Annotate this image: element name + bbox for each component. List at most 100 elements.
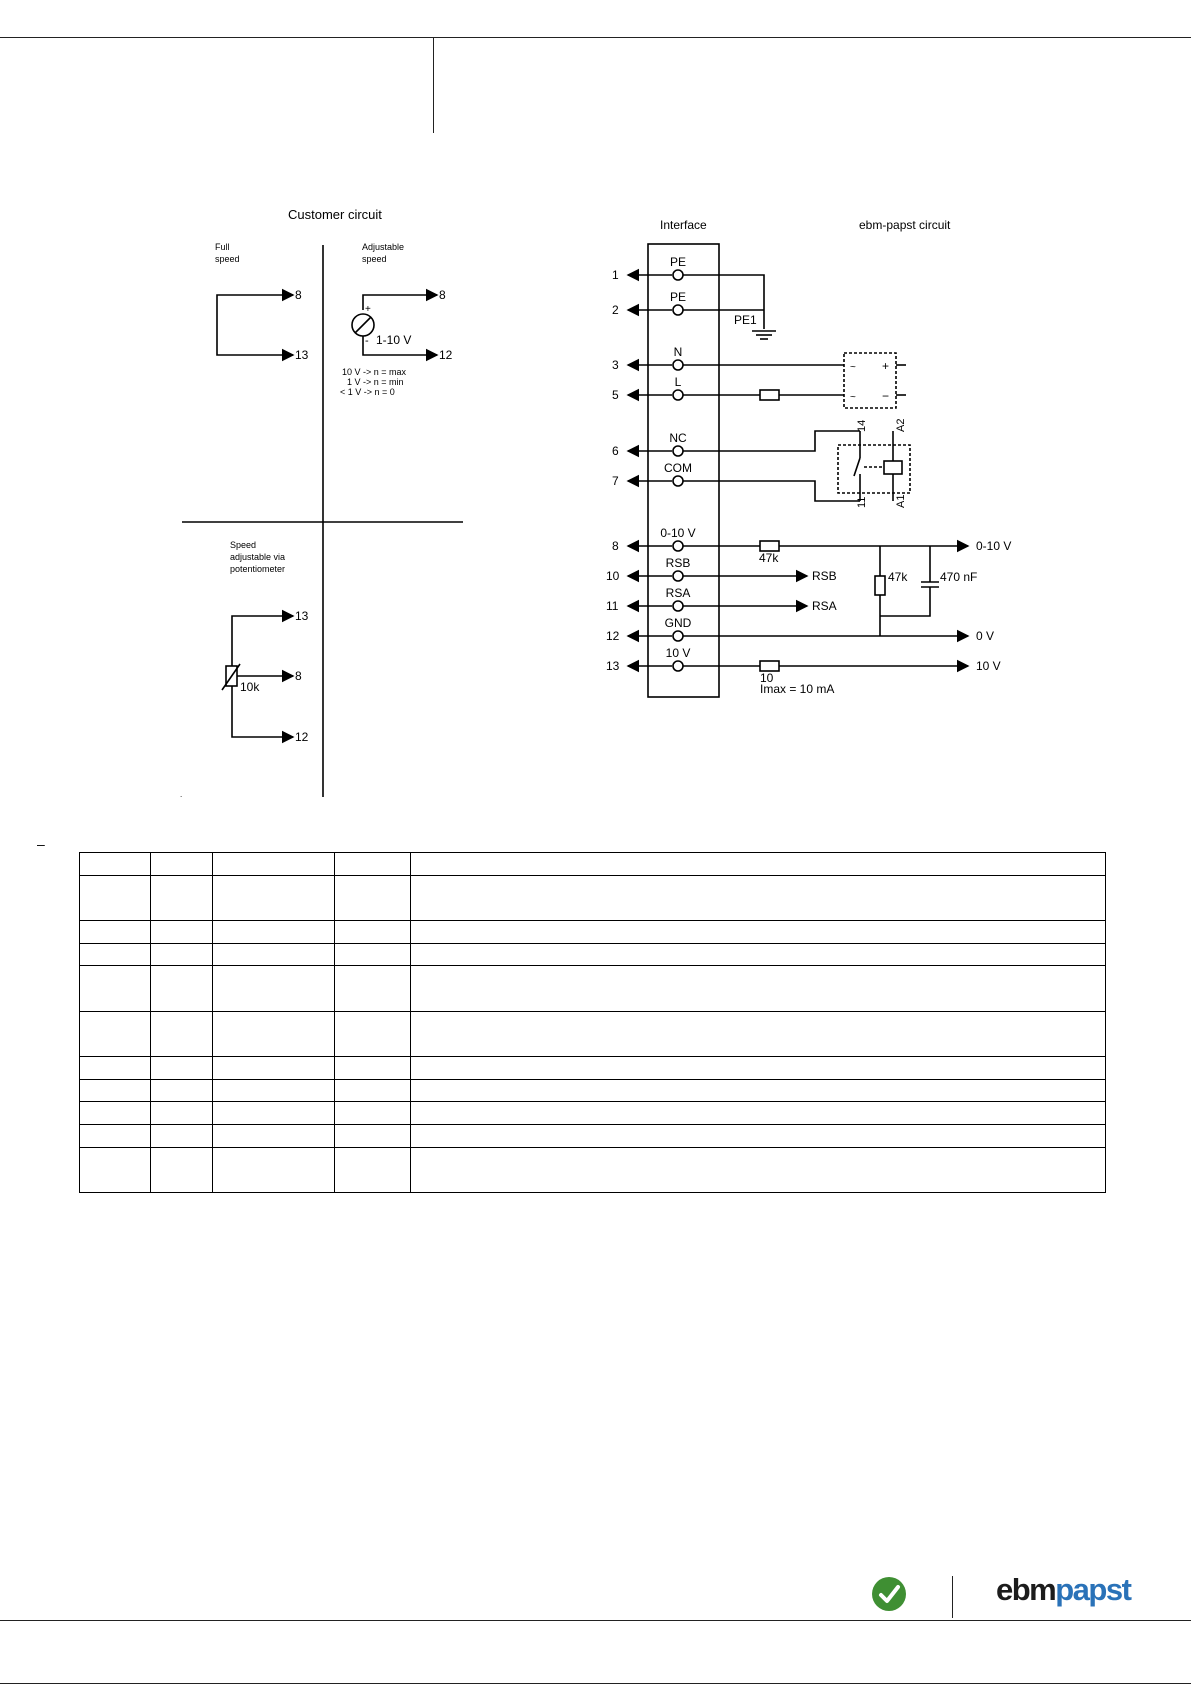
table-cell [410, 874, 1106, 921]
relay-coil-a1: A1 [895, 495, 907, 508]
terminal-label: N [674, 345, 683, 359]
table-row [79, 1146, 1106, 1194]
footer-logo-divider [952, 1576, 953, 1618]
pot-label-2: adjustable via [230, 552, 285, 562]
capacitor-label: 470 nF [940, 570, 977, 584]
table-cell [410, 1101, 1106, 1125]
section-marker: – [37, 836, 45, 852]
table-cell [150, 942, 213, 967]
table-cell [212, 1101, 335, 1125]
terminal-label: PE [670, 290, 686, 304]
table-cell [212, 852, 335, 876]
terminal-number: 7 [612, 474, 619, 488]
rectifier-minus: − [882, 389, 889, 403]
table-row [79, 1055, 1106, 1080]
table-row [79, 1078, 1106, 1103]
resistor-47k-shunt: 47k [888, 570, 908, 584]
output-rsa: RSA [812, 599, 837, 613]
cc-terminal-13: 13 [295, 348, 309, 362]
terminal-number: 1 [612, 268, 619, 282]
adjustable-speed-label-1: Adjustable [362, 242, 404, 252]
table-cell [334, 852, 411, 876]
table-row [79, 965, 1106, 1012]
pot-label-3: potentiometer [230, 564, 285, 574]
terminal-number: 13 [606, 659, 620, 673]
table-cell [212, 1078, 335, 1103]
table-cell [212, 874, 335, 921]
terminal-label: L [675, 375, 682, 389]
imax-label: Imax = 10 mA [760, 682, 834, 696]
table-cell [79, 1101, 151, 1125]
cc-terminal-8: 8 [295, 288, 302, 302]
table-cell [150, 1010, 213, 1057]
table-row [79, 1123, 1106, 1148]
table-cell [79, 965, 151, 1012]
customer-circuit-title: Customer circuit [288, 207, 382, 222]
table-row [79, 1010, 1106, 1057]
table-cell [79, 942, 151, 967]
table-cell [150, 874, 213, 921]
table-cell [150, 1055, 213, 1080]
table-cell [150, 1146, 213, 1194]
terminal-label: NC [669, 431, 687, 445]
table-cell [79, 919, 151, 944]
voltage-range-label: 1-10 V [376, 333, 411, 347]
speed-note-1: 10 V -> n = max [342, 367, 407, 377]
terminal-number: 12 [606, 629, 620, 643]
terminal-label: GND [665, 616, 692, 630]
adj-terminal-12: 12 [439, 348, 453, 362]
table-cell [410, 1078, 1106, 1103]
table-cell [334, 919, 411, 944]
interface-title: Interface [660, 218, 707, 232]
table-cell [334, 1146, 411, 1194]
rectifier-ac-2: ~ [850, 392, 856, 403]
wiring-table [79, 852, 1106, 1194]
table-cell [410, 1010, 1106, 1057]
table-cell [334, 1078, 411, 1103]
terminal-number: 10 [606, 569, 620, 583]
table-cell [334, 942, 411, 967]
table-cell [79, 874, 151, 921]
rectifier-ac-1: ~ [850, 362, 856, 373]
output-rsb: RSB [812, 569, 837, 583]
footer-rule-bottom [0, 1683, 1191, 1684]
table-cell [334, 1010, 411, 1057]
table-cell [150, 852, 213, 876]
table-cell [79, 1123, 151, 1148]
header-top-rule [0, 37, 1191, 38]
terminal-label: RSB [666, 556, 691, 570]
terminal-number: 11 [606, 599, 619, 613]
pot-terminal-13: 13 [295, 609, 309, 623]
logo-papst: papst [1055, 1572, 1132, 1607]
table-cell [334, 1101, 411, 1125]
table-cell [334, 1055, 411, 1080]
table-cell [410, 942, 1106, 967]
terminal-label: 10 V [666, 646, 691, 660]
output-0-10v: 0-10 V [976, 539, 1011, 553]
table-cell [212, 1146, 335, 1194]
pot-terminal-8: 8 [295, 669, 302, 683]
table-row [79, 1101, 1106, 1125]
pot-value-label: 10k [240, 680, 260, 694]
terminal-number: 5 [612, 388, 619, 402]
table-cell [150, 1078, 213, 1103]
header-divider [433, 37, 434, 133]
table-cell [410, 1123, 1106, 1148]
table-cell [410, 919, 1106, 944]
table-cell [410, 965, 1106, 1012]
table-cell [150, 919, 213, 944]
table-cell [212, 919, 335, 944]
rectifier-plus: + [882, 359, 889, 373]
minus-sign: - [365, 335, 369, 347]
terminal-number: 8 [612, 539, 619, 553]
table-cell [212, 965, 335, 1012]
table-cell [150, 1101, 213, 1125]
table-cell [410, 1055, 1106, 1080]
table-cell [79, 1146, 151, 1194]
pot-label-1: Speed [230, 540, 256, 550]
table-cell [212, 1010, 335, 1057]
output-10v: 10 V [976, 659, 1001, 673]
table-row [79, 852, 1106, 876]
table-cell [334, 965, 411, 1012]
terminal-number: 2 [612, 303, 619, 317]
